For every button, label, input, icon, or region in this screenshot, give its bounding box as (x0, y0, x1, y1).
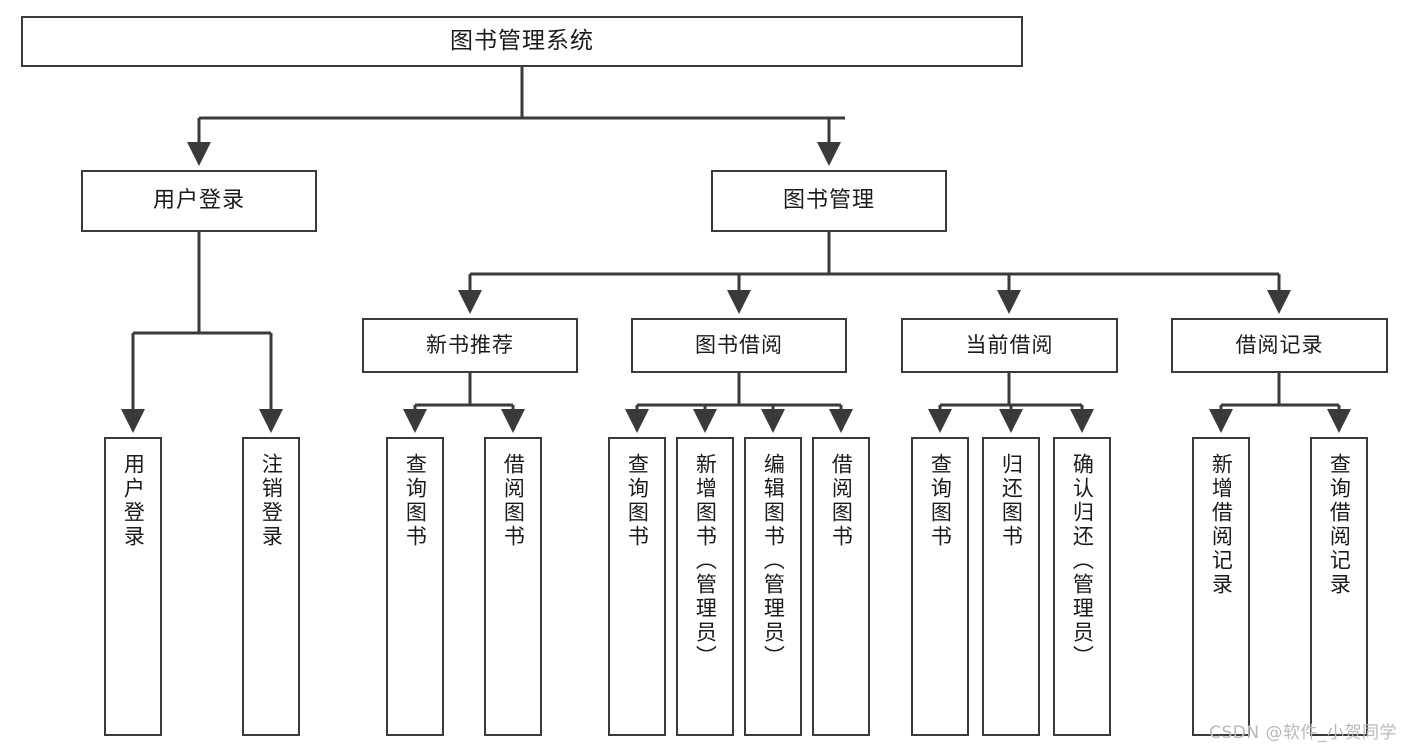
node-current-borrow[interactable]: 当前借阅 (901, 318, 1118, 373)
node-user-login-label: 用户登录 (152, 188, 245, 214)
node-leaf-query-record[interactable]: 查询借阅记录 (1310, 437, 1368, 736)
node-new-book-rec[interactable]: 新书推荐 (362, 318, 578, 373)
node-leaf-add-book[interactable]: 新增图书（管理员） (676, 437, 734, 736)
node-leaf-query-book-2-label: 查询图书 (625, 453, 650, 549)
node-leaf-borrow-book-2[interactable]: 借阅图书 (812, 437, 870, 736)
node-leaf-query-book-3[interactable]: 查询图书 (911, 437, 969, 736)
node-borrow-record[interactable]: 借阅记录 (1171, 318, 1388, 373)
node-leaf-user-login-label: 用户登录 (121, 453, 146, 549)
node-leaf-add-record-label: 新增借阅记录 (1209, 453, 1234, 597)
node-root[interactable]: 图书管理系统 (21, 16, 1023, 67)
node-leaf-borrow-book-1[interactable]: 借阅图书 (484, 437, 542, 736)
node-leaf-query-book-1[interactable]: 查询图书 (386, 437, 444, 736)
node-leaf-user-login[interactable]: 用户登录 (104, 437, 162, 736)
node-leaf-query-book-2[interactable]: 查询图书 (608, 437, 666, 736)
node-leaf-query-book-3-label: 查询图书 (928, 453, 953, 549)
node-book-borrow[interactable]: 图书借阅 (631, 318, 847, 373)
node-leaf-add-record[interactable]: 新增借阅记录 (1192, 437, 1250, 736)
node-leaf-edit-book[interactable]: 编辑图书（管理员） (744, 437, 802, 736)
node-current-borrow-label: 当前借阅 (965, 333, 1054, 358)
node-leaf-query-book-1-label: 查询图书 (403, 453, 428, 549)
node-leaf-user-logout-label: 注销登录 (259, 453, 284, 549)
node-leaf-borrow-book-1-label: 借阅图书 (501, 453, 526, 549)
node-book-manage-label: 图书管理 (782, 188, 875, 214)
node-user-login[interactable]: 用户登录 (81, 170, 317, 232)
node-leaf-query-record-label: 查询借阅记录 (1327, 453, 1352, 597)
node-leaf-borrow-book-2-label: 借阅图书 (829, 453, 854, 549)
node-leaf-confirm-return[interactable]: 确认归还（管理员） (1053, 437, 1111, 736)
node-book-manage[interactable]: 图书管理 (711, 170, 947, 232)
node-root-label: 图书管理系统 (450, 28, 594, 55)
node-new-book-rec-label: 新书推荐 (426, 333, 514, 358)
node-leaf-return-book[interactable]: 归还图书 (982, 437, 1040, 736)
node-borrow-record-label: 借阅记录 (1235, 333, 1324, 358)
node-leaf-edit-book-label: 编辑图书（管理员） (761, 453, 786, 669)
node-leaf-user-logout[interactable]: 注销登录 (242, 437, 300, 736)
node-book-borrow-label: 图书借阅 (695, 333, 783, 358)
node-leaf-add-book-label: 新增图书（管理员） (693, 453, 718, 669)
node-leaf-return-book-label: 归还图书 (999, 453, 1024, 549)
node-leaf-confirm-return-label: 确认归还（管理员） (1070, 453, 1095, 669)
